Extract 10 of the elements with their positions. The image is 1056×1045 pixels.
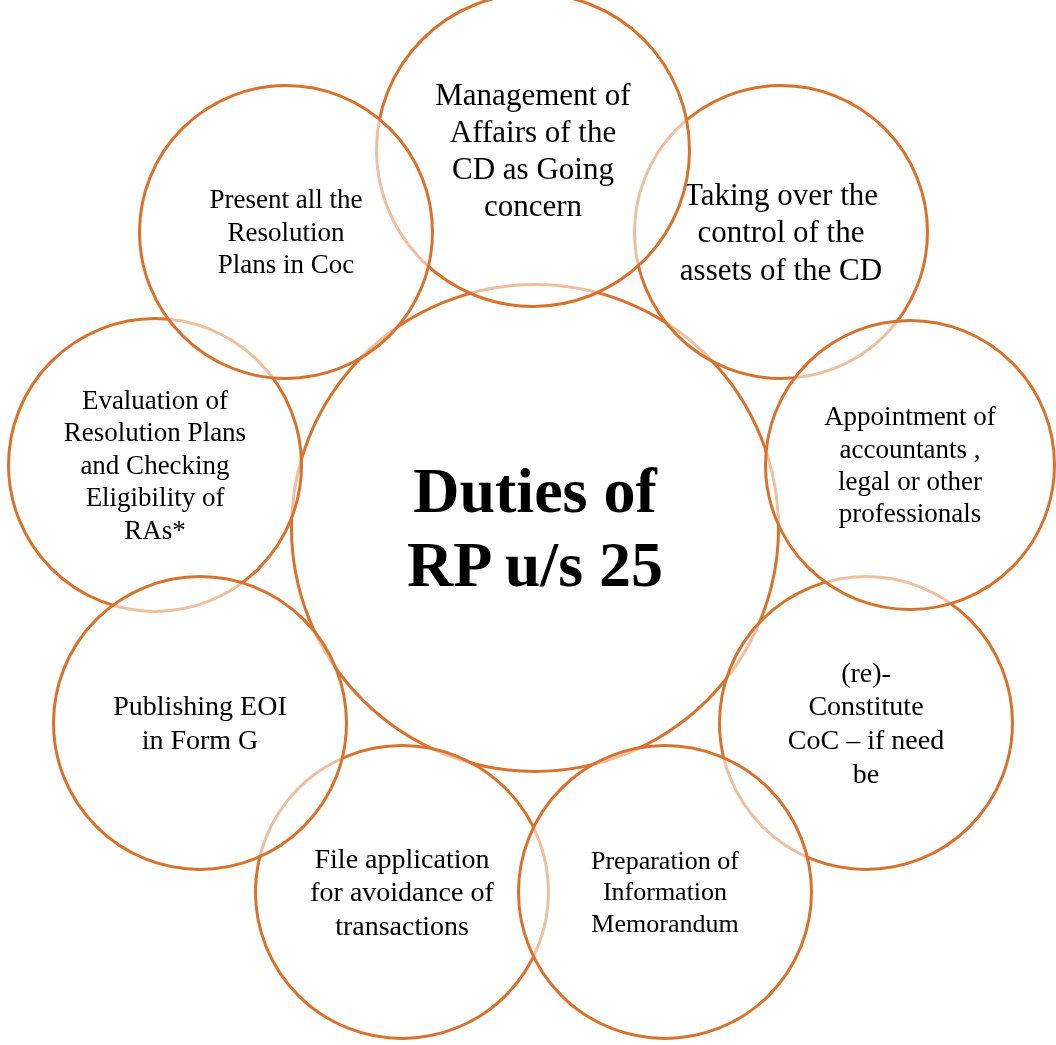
diagram-heading: Duties of RP u/s 25 [405, 454, 665, 602]
duty-text: Preparation of Information Memorandum [590, 845, 740, 939]
duty-text: Management of Affairs of the CD as Going concern [434, 75, 632, 225]
duty-text: File application for avoidance of transactions [309, 841, 495, 943]
duty-text: (re)-Constitute CoC – if need be [786, 655, 946, 791]
duty-text: Appointment of accountants , legal or other professionals [823, 400, 997, 530]
duty-text: Evaluation of Resolution Plans and Checking Eligibility of RAs* [62, 384, 248, 546]
duty-text: Publishing EOI in Form G [112, 689, 288, 757]
duty-text: Present all the Resolution Plans in Coc [208, 183, 364, 281]
duty-text: Taking over the control of the assets of the CD [678, 176, 884, 288]
